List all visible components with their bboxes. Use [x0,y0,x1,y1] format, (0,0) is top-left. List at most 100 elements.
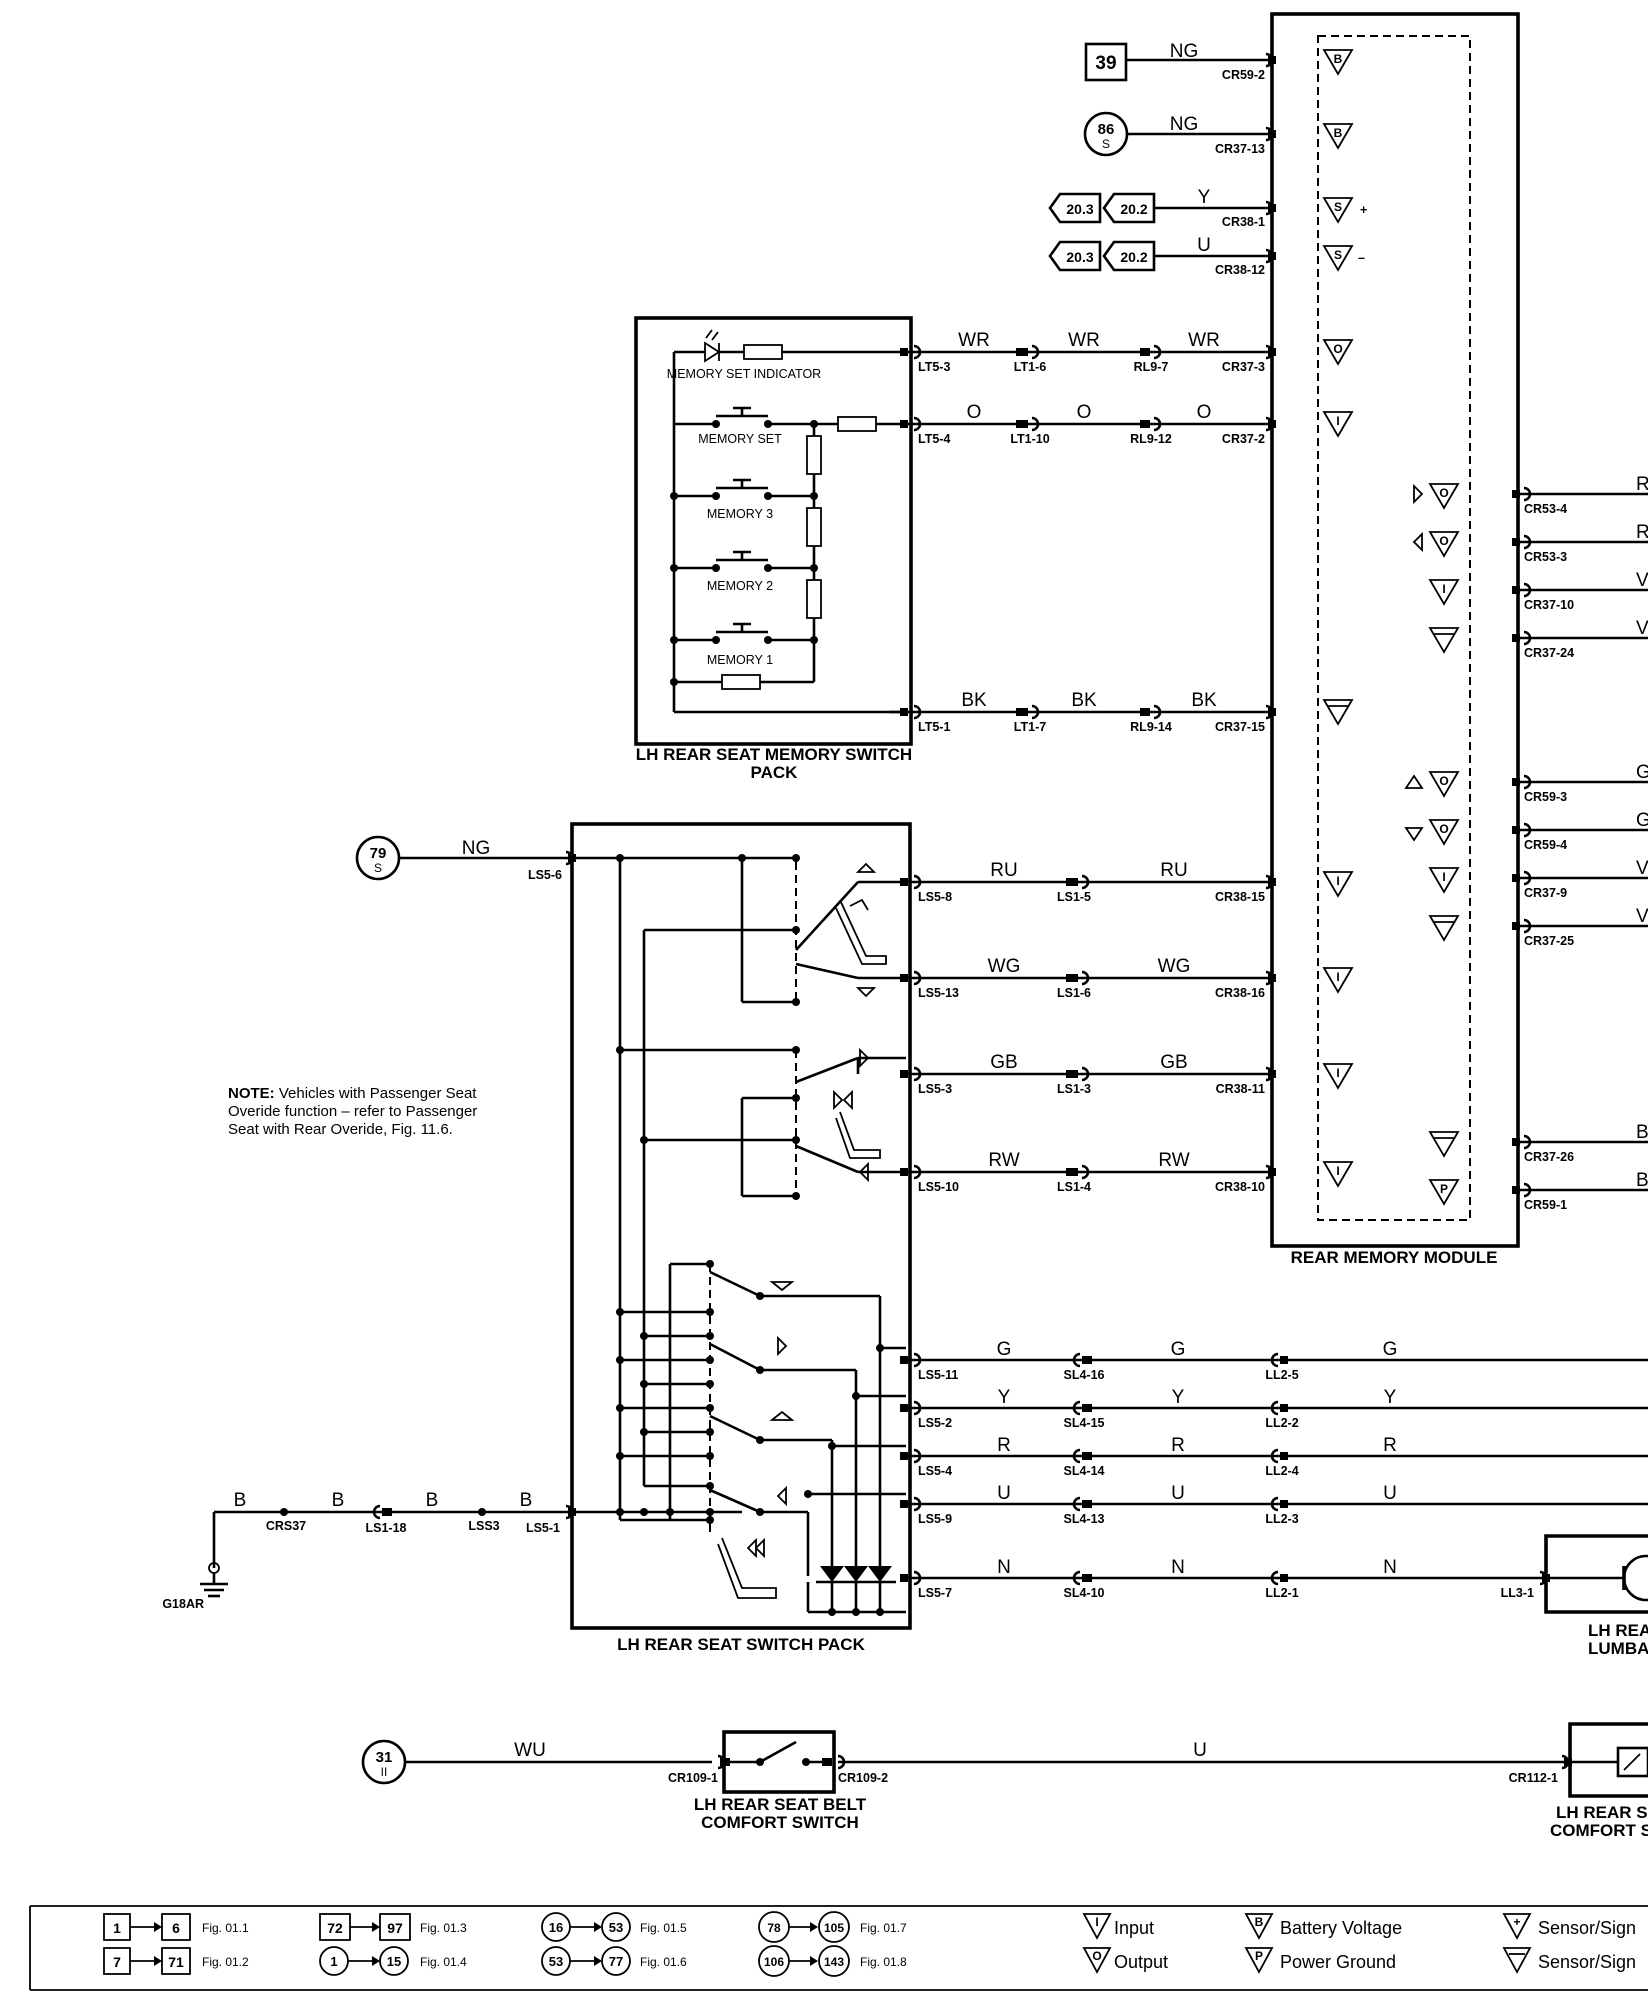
lumbar-wires: G G G LS5-11 SL4-16 LL2-5 Y Y Y LS5-2 SL… [900,1339,1648,1600]
svg-text:LL2-5: LL2-5 [1265,1368,1298,1382]
svg-text:O: O [1439,534,1448,548]
svg-text:B: B [1636,1122,1648,1143]
switch-wire-rw: RW RW LS5-10 LS1-4 CR38-10 I [900,1150,1354,1194]
svg-text:Y: Y [1384,1387,1397,1408]
svg-text:RL9-14: RL9-14 [1130,720,1172,734]
svg-text:–: – [1358,251,1365,265]
connector-pin: CR38-12 [1215,263,1265,277]
svg-text:U: U [997,1483,1011,1504]
ref-20-3-u[interactable]: 20.3 20.2 [1048,240,1156,272]
svg-text:MEMORY SET: MEMORY SET [698,432,782,446]
svg-text:COMFORT SWITCH: COMFORT SWITCH [701,1813,859,1832]
svg-text:MEMORY SET INDICATOR: MEMORY SET INDICATOR [667,367,821,381]
svg-text:P: P [1440,1182,1448,1196]
svg-text:Fig. 01.2: Fig. 01.2 [202,1955,249,1969]
svg-text:CR59-3: CR59-3 [1524,790,1567,804]
belt-comfort-device: LH REAR S COMFORT S [1550,1722,1648,1840]
rear-memory-module-inner [1317,35,1471,1221]
svg-text:LS5-7: LS5-7 [918,1586,952,1600]
svg-text:V: V [1636,858,1648,879]
svg-text:7: 7 [113,1954,121,1970]
legend-fig-6: 53 77 Fig. 01.6 [541,1946,687,1976]
svg-text:CR59-1: CR59-1 [1524,1198,1567,1212]
legend-power-ground-symbol: P Power Ground [1244,1947,1396,1974]
svg-text:Overide function – refer to Pa: Overide function – refer to Passenger [228,1103,477,1120]
svg-text:CR38-15: CR38-15 [1215,890,1265,904]
memory-set-switch[interactable]: MEMORY SET [674,406,906,446]
wire-color: NG [1170,41,1199,62]
svg-text:I: I [1336,1164,1339,1178]
svg-text:RU: RU [990,860,1017,881]
svg-text:LT1-10: LT1-10 [1010,432,1049,446]
svg-text:LS5-11: LS5-11 [918,1368,958,1382]
svg-text:CR38-11: CR38-11 [1216,1082,1265,1096]
svg-text:Y: Y [998,1387,1011,1408]
svg-text:6: 6 [172,1920,180,1936]
feed-pin: LS5-6 [528,868,562,882]
svg-text:SL4-15: SL4-15 [1064,1416,1105,1430]
svg-text:I: I [1336,414,1339,428]
svg-text:P: P [1255,1949,1263,1963]
module-pin-symbols-memory: O I [1322,339,1354,726]
legend-fig-3: 72 97 Fig. 01.3 [319,1913,467,1941]
out-cr37-26: CR37-26 B [1428,1122,1648,1164]
svg-text:39: 39 [1095,53,1116,74]
ref-31[interactable]: 31 II [361,1739,407,1785]
svg-text:79: 79 [370,845,387,862]
svg-text:71: 71 [168,1954,184,1970]
svg-text:MEMORY 1: MEMORY 1 [707,653,773,667]
svg-text:I: I [1336,970,1339,984]
legend-sensor-minus-symbol: Sensor/Sign [1502,1947,1636,1974]
svg-text:WR: WR [1188,330,1220,351]
ref-86[interactable]: 86 S [1083,111,1129,157]
svg-text:CR37-9: CR37-9 [1524,886,1567,900]
memory-1-switch[interactable]: MEMORY 1 [670,622,818,667]
svg-text:+: + [1513,1915,1520,1929]
svg-text:B: B [520,1490,533,1511]
svg-text:B: B [234,1490,247,1511]
svg-text:G: G [1383,1339,1398,1360]
svg-text:77: 77 [609,1954,623,1969]
svg-text:I: I [1095,1915,1098,1929]
svg-text:Output: Output [1114,1952,1168,1972]
memory-switch-pack-title-1: LH REAR SEAT MEMORY SWITCH [636,745,912,764]
svg-text:Seat with Rear Overide, Fig. 1: Seat with Rear Overide, Fig. 11.6. [228,1121,453,1138]
svg-text:R: R [1171,1435,1185,1456]
svg-text:LS1-3: LS1-3 [1057,1082,1091,1096]
svg-text:LS1-5: LS1-5 [1057,890,1091,904]
legend-fig-5: 16 53 Fig. 01.5 [541,1912,687,1942]
ref-20-3-y[interactable]: 20.3 20.2 [1048,192,1156,224]
ref-39[interactable]: 39 [1084,42,1128,82]
svg-text:SL4-16: SL4-16 [1064,1368,1105,1382]
out-cr59-3: O CR59-3 G [1404,762,1648,804]
svg-text:LS5-10: LS5-10 [918,1180,959,1194]
svg-text:B: B [426,1490,439,1511]
out-cr37-24: CR37-24 V [1428,618,1648,660]
memory-set-indicator: MEMORY SET INDICATOR [667,329,906,682]
svg-text:RL9-12: RL9-12 [1130,432,1172,446]
svg-text:53: 53 [609,1920,623,1935]
svg-text:GB: GB [1160,1052,1187,1073]
svg-text:LSS3: LSS3 [468,1519,499,1533]
svg-text:LT5-4: LT5-4 [918,432,950,446]
svg-text:RW: RW [988,1150,1019,1171]
rear-memory-module-title: REAR MEMORY MODULE [1291,1248,1498,1267]
svg-text:G: G [1636,810,1648,831]
svg-text:20.2: 20.2 [1120,201,1147,217]
memory-2-switch[interactable]: MEMORY 2 [670,550,818,593]
svg-text:CR38-10: CR38-10 [1215,1180,1265,1194]
svg-text:I: I [1442,870,1445,884]
svg-text:LS5-3: LS5-3 [918,1082,952,1096]
svg-text:LS5-4: LS5-4 [918,1464,952,1478]
svg-text:RL9-7: RL9-7 [1134,360,1169,374]
svg-text:Sensor/Sign: Sensor/Sign [1538,1952,1636,1972]
svg-text:Battery Voltage: Battery Voltage [1280,1918,1402,1938]
svg-text:LS5-13: LS5-13 [918,986,959,1000]
ref-79[interactable]: 79 S [355,835,401,881]
svg-text:SL4-14: SL4-14 [1064,1464,1105,1478]
lumbar-title-2: LUMBAI [1588,1639,1648,1658]
svg-text:COMFORT S: COMFORT S [1550,1821,1648,1840]
svg-text:78: 78 [767,1921,781,1935]
memory-3-switch[interactable]: MEMORY 3 [670,478,818,521]
svg-text:MEMORY 3: MEMORY 3 [707,507,773,521]
